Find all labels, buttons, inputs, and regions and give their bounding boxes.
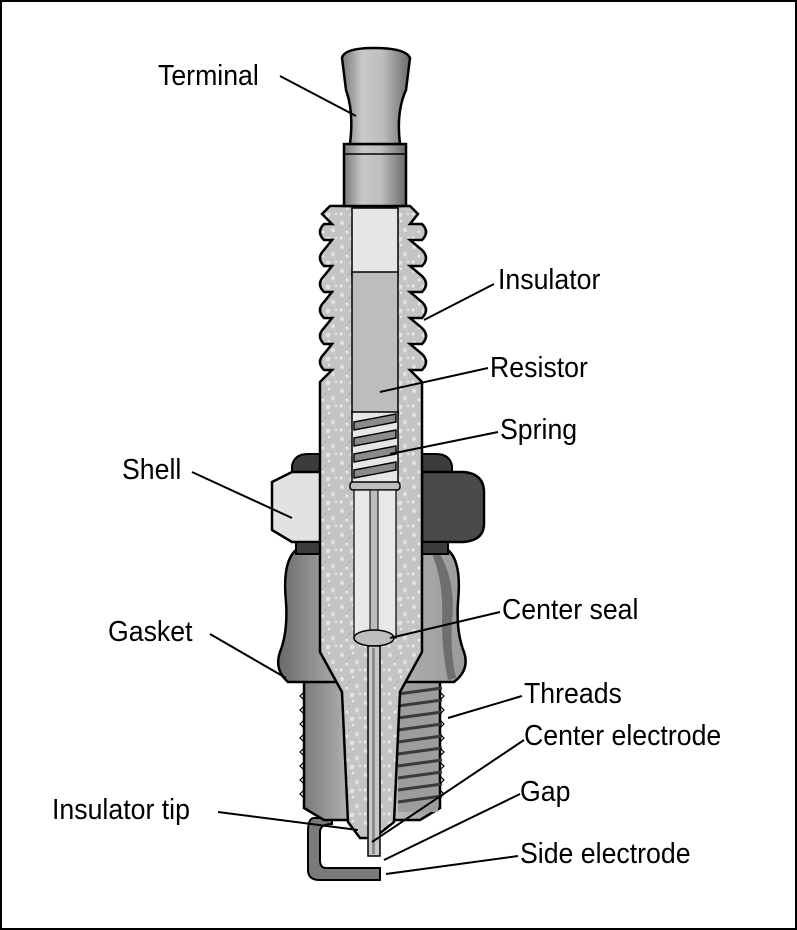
label-threads: Threads: [524, 678, 622, 710]
label-gasket: Gasket: [108, 616, 193, 648]
leader-lines: [191, 75, 525, 875]
label-insulator-tip: Insulator tip: [52, 794, 190, 826]
label-shell: Shell: [122, 454, 182, 486]
label-insulator: Insulator: [498, 264, 601, 296]
label-gap: Gap: [520, 776, 571, 808]
label-center-seal: Center seal: [502, 594, 639, 626]
label-side-electrode: Side electrode: [520, 838, 691, 870]
label-terminal: Terminal: [158, 60, 259, 92]
label-center-electrode: Center electrode: [524, 720, 722, 752]
terminal: [340, 46, 412, 208]
spring: [353, 413, 397, 479]
label-spring: Spring: [500, 414, 578, 446]
resistor: [351, 271, 399, 415]
label-resistor: Resistor: [490, 352, 588, 384]
bore-upper: [351, 207, 399, 277]
center-seal: [353, 629, 395, 647]
